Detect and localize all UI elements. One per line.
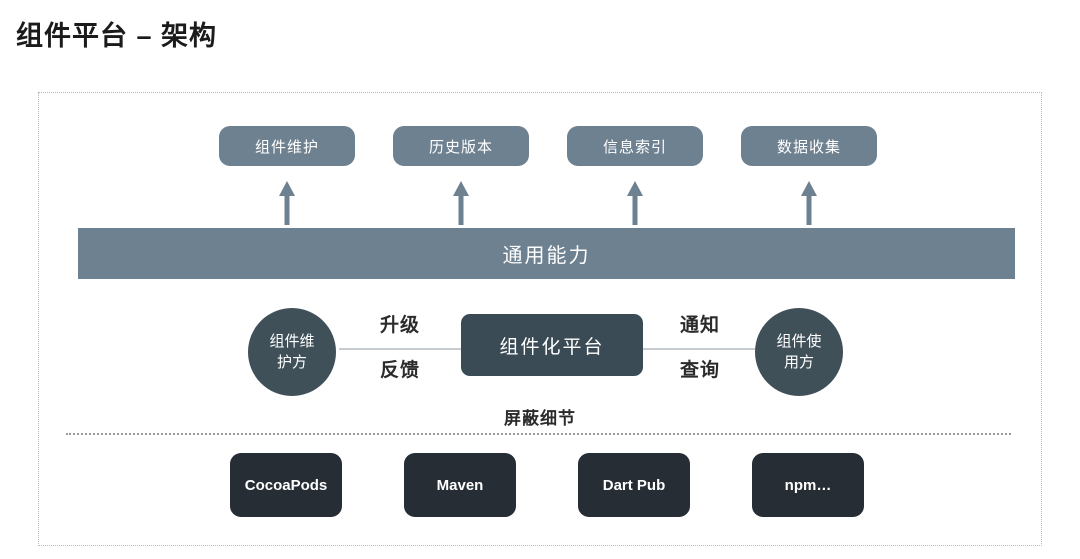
capability-pill-component-maintenance[interactable]: 组件维护 — [219, 126, 355, 166]
dotted-divider — [66, 433, 1011, 435]
connector-label-notify: 通知 — [679, 315, 720, 336]
actor-circle-maintainer[interactable]: 组件维 护方 — [248, 308, 336, 396]
capability-pill-data-collection[interactable]: 数据收集 — [741, 126, 877, 166]
package-manager-dart-pub[interactable]: Dart Pub — [578, 453, 690, 517]
capability-pill-label: 历史版本 — [428, 138, 493, 156]
platform-box[interactable]: 组件化平台 — [461, 314, 643, 376]
connector-label-feedback: 反馈 — [379, 360, 420, 381]
capability-pill-label: 数据收集 — [776, 138, 841, 156]
package-manager-cocoapods[interactable]: CocoaPods — [230, 453, 342, 517]
package-manager-maven[interactable]: Maven — [404, 453, 516, 517]
capability-pill-label: 组件维护 — [254, 138, 319, 156]
package-manager-npm[interactable]: npm… — [752, 453, 864, 517]
connector-label-upgrade: 升级 — [379, 315, 420, 336]
package-manager-label: Dart Pub — [602, 476, 666, 494]
page-title: 组件平台 – 架构 — [16, 21, 218, 51]
connector-line-left — [339, 348, 461, 350]
common-capability-bar: 通用能力 — [78, 228, 1015, 279]
package-manager-label: CocoaPods — [244, 476, 328, 494]
arrow-up-icon — [277, 181, 297, 225]
actor-circle-consumer[interactable]: 组件使 用方 — [755, 308, 843, 396]
arrow-up-icon — [799, 181, 819, 225]
common-capability-label: 通用能力 — [502, 245, 591, 267]
shield-detail-note: 屏蔽细节 — [504, 409, 576, 428]
capability-pill-history-version[interactable]: 历史版本 — [393, 126, 529, 166]
capability-pill-info-index[interactable]: 信息索引 — [567, 126, 703, 166]
capability-pill-label: 信息索引 — [602, 138, 667, 156]
platform-box-label: 组件化平台 — [499, 336, 605, 358]
arrow-up-icon — [625, 181, 645, 225]
arrow-up-icon — [451, 181, 471, 225]
connector-line-right — [643, 348, 755, 350]
package-manager-label: npm… — [784, 476, 832, 494]
diagram-frame — [38, 92, 1042, 546]
package-manager-label: Maven — [436, 476, 484, 494]
connector-label-query: 查询 — [679, 360, 720, 381]
actor-circle-maintainer-label: 组件维 护方 — [269, 333, 315, 371]
actor-circle-consumer-label: 组件使 用方 — [776, 333, 822, 371]
